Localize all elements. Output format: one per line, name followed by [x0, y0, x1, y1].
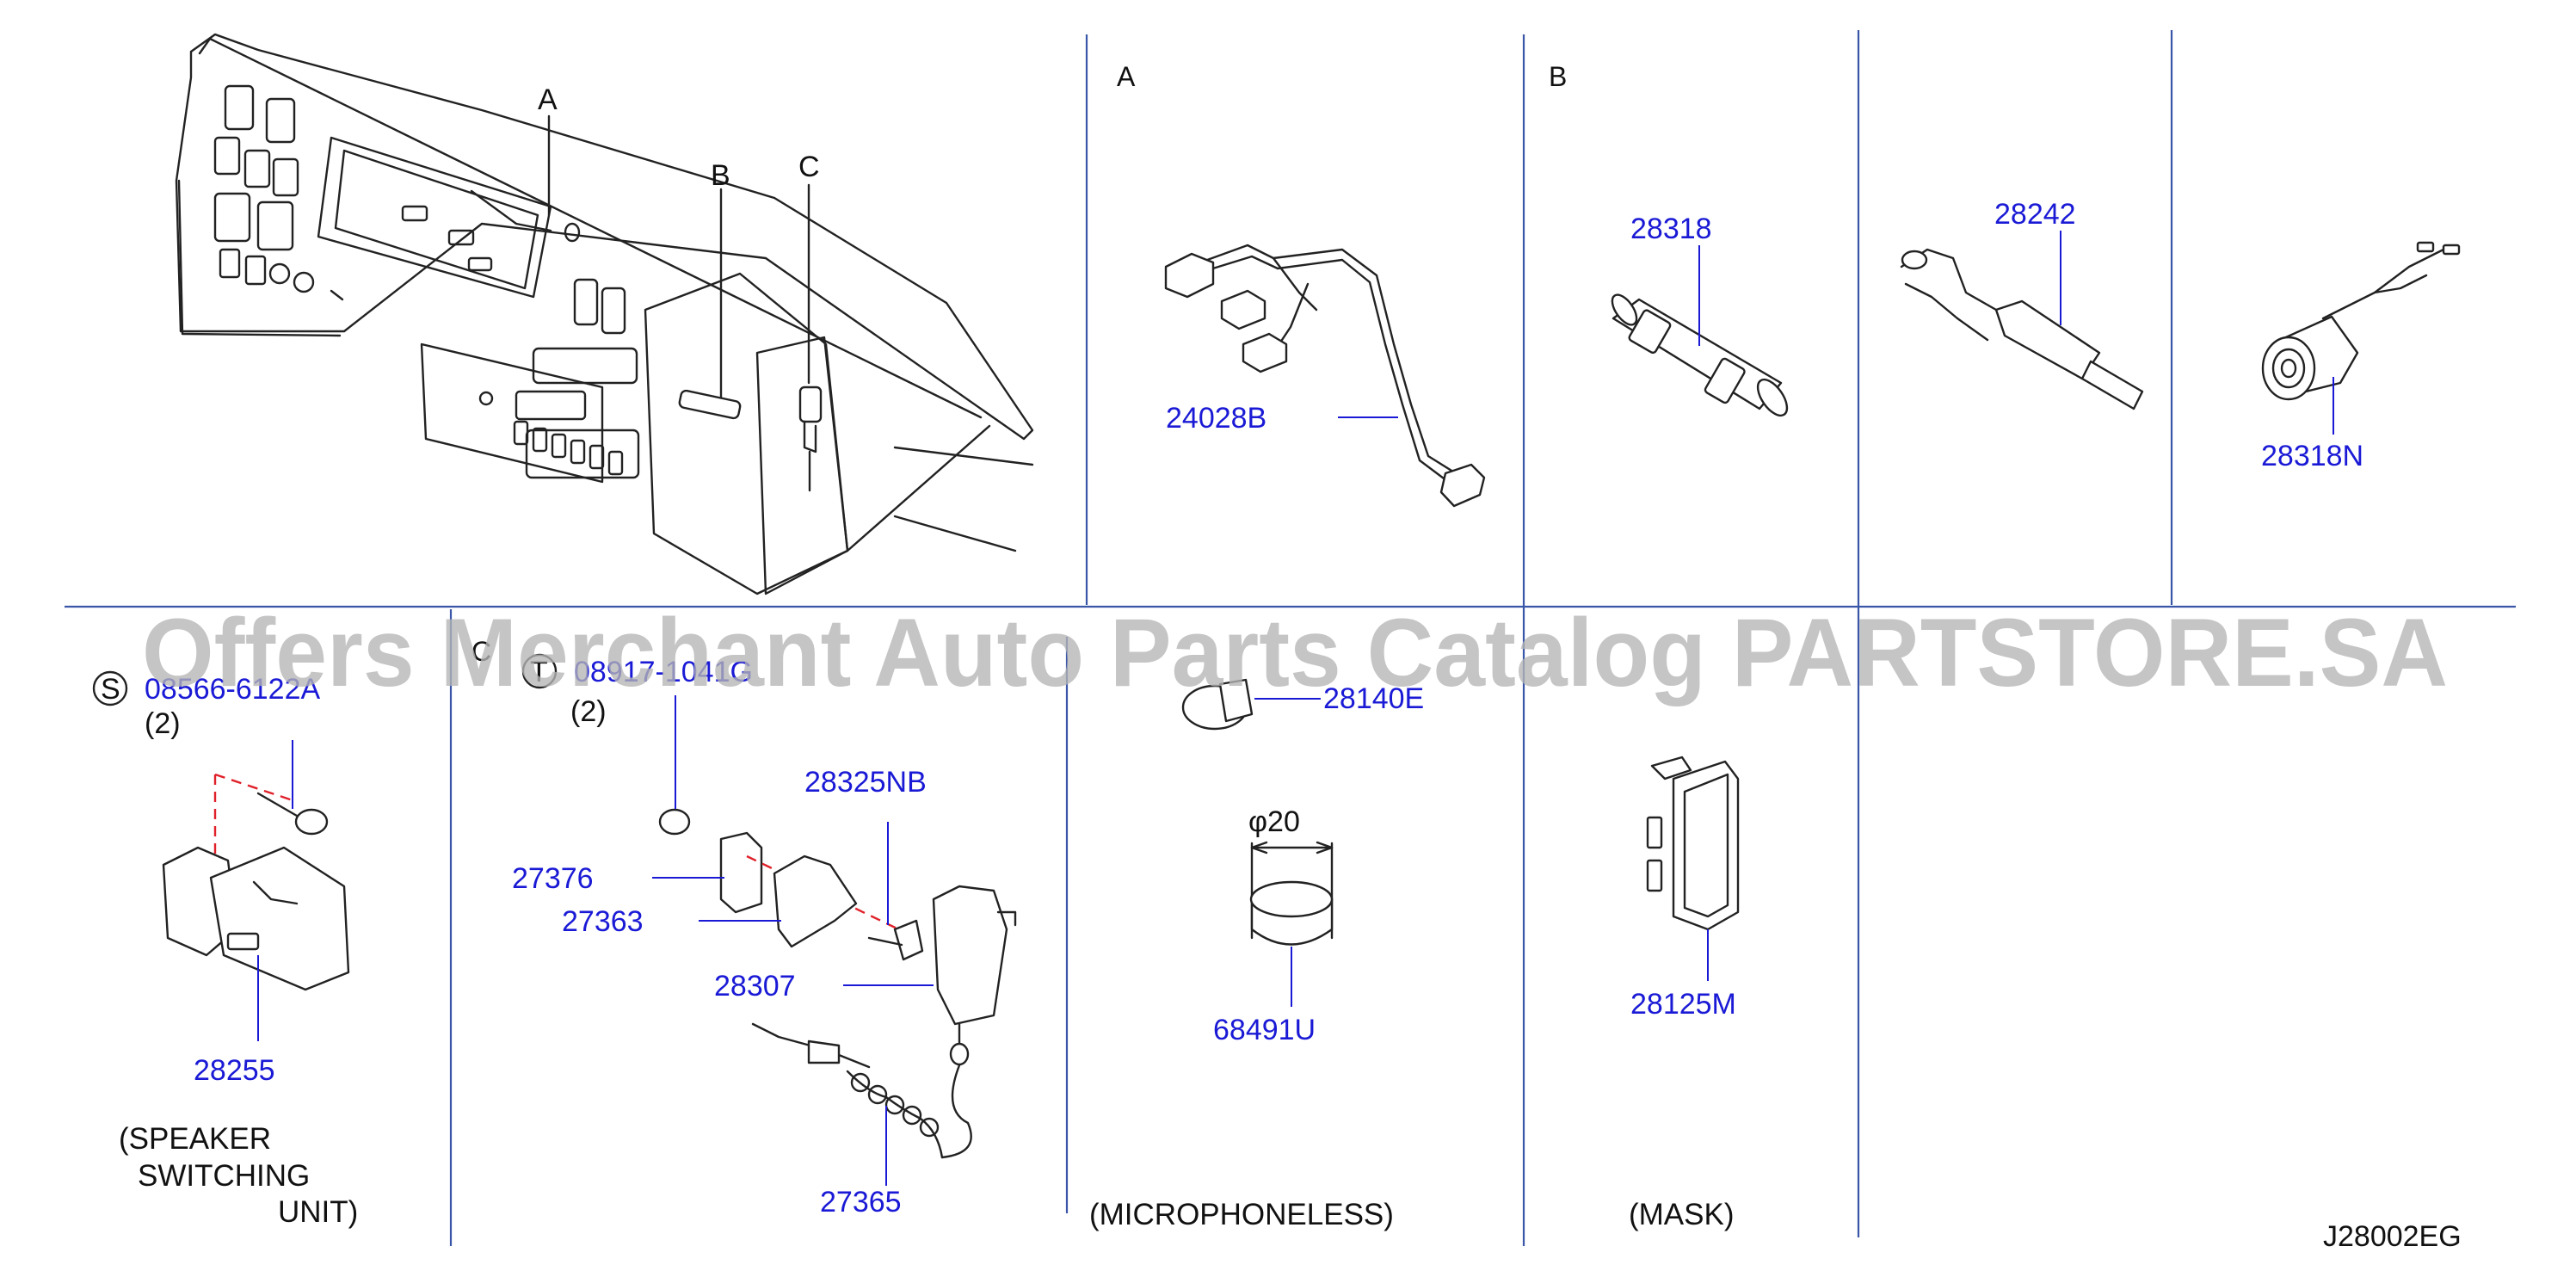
part-27365-label: 27365 — [820, 1186, 902, 1218]
part-28125M-label: 28125M — [1630, 988, 1736, 1021]
microphone-assembly-drawing — [658, 808, 1017, 1159]
part-27376-label: 27376 — [512, 862, 594, 895]
part-24028B-label: 24028B — [1166, 402, 1266, 435]
part-28307-label: 28307 — [714, 970, 796, 1002]
part-28325NB-label: 28325NB — [804, 766, 927, 799]
part-08917-1041G-qty: (2) — [570, 695, 607, 728]
caption-speaker-line3: UNIT) — [278, 1195, 358, 1229]
part-68491U-label: 68491U — [1213, 1014, 1316, 1046]
section-c-label: C — [471, 636, 491, 667]
caption-speaker-line2: SWITCHING — [138, 1159, 310, 1193]
callout-b-label: B — [711, 159, 730, 192]
part-28242-drawing — [1900, 248, 2144, 410]
part-08917-1041G-label: 08917-1041G — [574, 656, 753, 688]
part-28318-drawing — [1611, 293, 1789, 417]
speaker-switch-drawing — [162, 773, 350, 991]
fastener-s-letter: S — [101, 673, 120, 706]
fastener-t-symbol — [521, 653, 558, 689]
fastener-s-symbol — [92, 670, 128, 706]
section-b-label: B — [1549, 61, 1567, 92]
caption-mask: (MASK) — [1629, 1198, 1735, 1231]
part-08566-6122A-label: 08566-6122A — [145, 673, 321, 706]
callout-c-label: C — [798, 151, 820, 183]
section-a-label: A — [1117, 61, 1136, 92]
part-28140E-label: 28140E — [1323, 682, 1424, 715]
dashboard-overview-drawing — [175, 33, 1034, 595]
panel-dividers — [65, 30, 2516, 1246]
plug-68491U-drawing — [1249, 841, 1334, 946]
part-28318N-label: 28318N — [2261, 440, 2363, 472]
part-28255-label: 28255 — [194, 1054, 275, 1087]
watermark-text: Offers Merchant Auto Parts Catalog PARTS… — [142, 599, 2448, 706]
overview-callout-leaders — [547, 114, 810, 399]
callout-a-label: A — [538, 83, 558, 116]
part-27363-label: 27363 — [562, 905, 644, 938]
mask-28125M-drawing — [1646, 756, 1740, 931]
dimension-diameter-label: φ20 — [1248, 805, 1300, 838]
part-28318N-drawing — [2261, 241, 2461, 401]
part-28242-label: 28242 — [1994, 198, 2076, 231]
part-28318-label: 28318 — [1630, 213, 1712, 245]
diagram-code: J28002EG — [2323, 1220, 2462, 1253]
harness-24028B-drawing — [1164, 244, 1486, 508]
part-08566-6122A-qty: (2) — [145, 707, 181, 740]
caption-microphoneless: (MICROPHONELESS) — [1089, 1198, 1394, 1231]
clip-28140E-drawing — [1181, 678, 1254, 731]
fastener-t-letter: T — [530, 656, 548, 688]
caption-speaker-line1: (SPEAKER — [119, 1122, 271, 1156]
